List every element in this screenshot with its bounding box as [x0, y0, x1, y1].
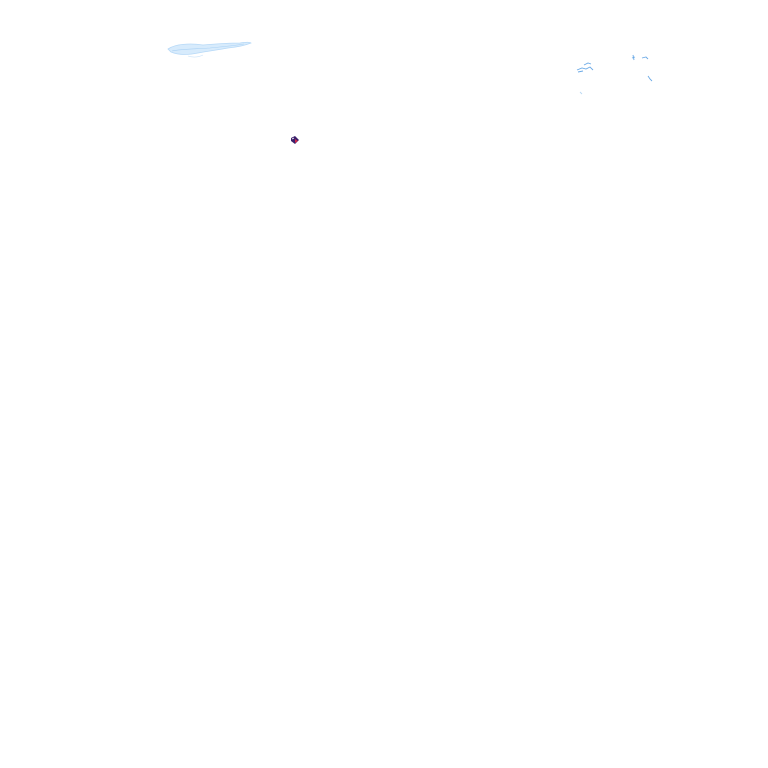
water-body-north-west — [167, 41, 252, 58]
location-marker-icon[interactable] — [289, 131, 301, 144]
water-features-north-east — [576, 54, 653, 95]
